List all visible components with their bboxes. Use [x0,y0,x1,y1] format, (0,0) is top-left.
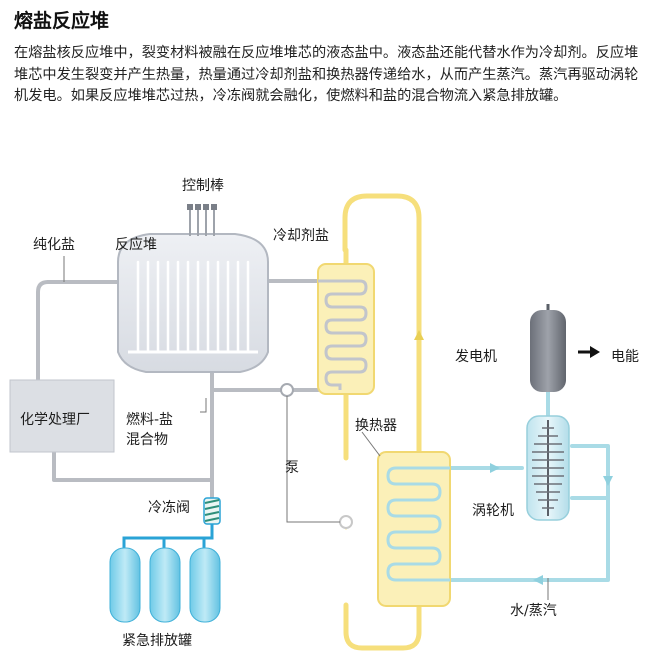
freeze-valve [203,497,221,525]
chemical-plant-box [9,379,115,453]
label-fuel-salt-2: 混合物 [126,432,168,448]
control-rod-head [211,204,217,210]
label-purified-salt: 纯化盐 [33,237,75,253]
flow-arrow-icon [414,330,424,340]
water-heat-exchanger [377,451,451,607]
label-fuel-salt-1: 燃料-盐 [126,411,173,428]
label-control-rods: 控制棒 [182,178,224,194]
label-chem-plant: 化学处理厂 [20,412,90,428]
label-heat-exchanger: 换热器 [355,417,397,434]
description-text: 在熔盐核反应堆中，裂变材料被融在反应堆堆芯的液态盐中。液态盐还能代替水作为冷却剂… [14,45,639,104]
flow-arrow-icon [533,575,543,585]
label-reactor: 反应堆 [115,236,157,253]
control-rod-head [195,204,201,210]
label-water-steam: 水/蒸汽 [510,603,557,619]
arrow-right-icon [578,346,600,358]
fuel-pump [280,383,294,397]
label-turbine: 涡轮机 [472,503,514,519]
fuel-loop [36,279,320,500]
label-generator: 发电机 [455,349,497,365]
flow-arrow-icon [490,463,500,473]
turbine [526,415,570,521]
water-loop [446,390,610,582]
label-drain-tanks: 紧急排放罐 [122,633,192,649]
coolant-pump [339,515,353,529]
control-rod-head [203,204,209,210]
coolant-heat-exchanger [317,263,375,395]
drain-tank [149,547,181,623]
generator [530,304,566,392]
control-rods [189,208,215,236]
drain-tank [189,547,221,623]
control-rod-head [187,204,193,210]
label-freeze-valve: 冷冻阀 [148,499,190,516]
drain-tank [109,547,141,623]
leader-lines [63,256,549,600]
page-title: 熔盐反应堆 [14,10,110,32]
flow-arrow-icon [603,476,613,486]
reactor-vessel [117,233,269,373]
label-electricity: 电能 [611,349,639,365]
label-pump: 泵 [285,460,299,476]
label-coolant-salt: 冷却剂盐 [273,228,329,244]
